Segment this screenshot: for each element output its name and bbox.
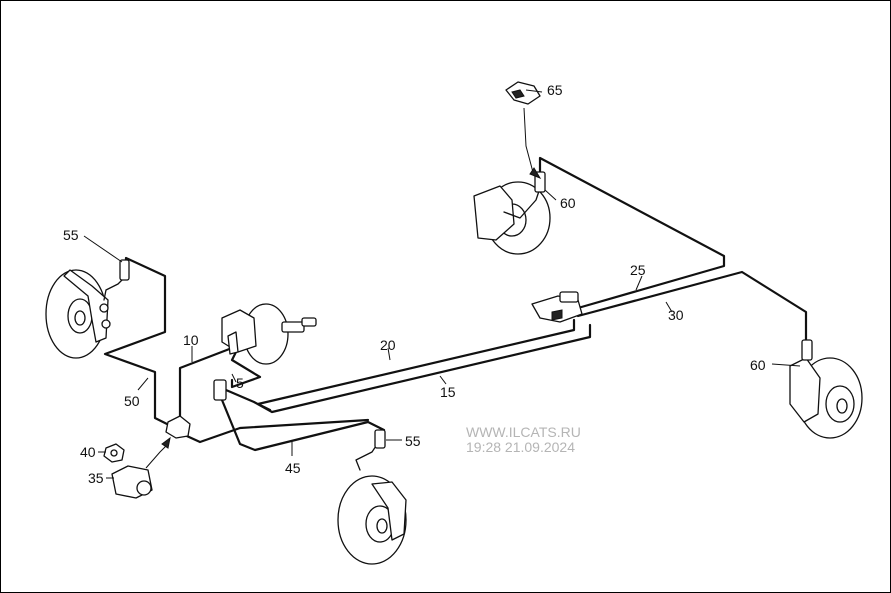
callout-10[interactable]: 10 (183, 332, 199, 348)
rear-right-brake-hose (801, 339, 813, 361)
callout-leaders (83, 89, 801, 479)
connector-5-body (213, 379, 227, 401)
pipe-50 (103, 256, 177, 430)
front-bottom-brake-assembly (337, 429, 407, 565)
pipe-25 (538, 156, 726, 310)
t-piece-body (165, 415, 191, 439)
callout-60-top[interactable]: 60 (560, 195, 576, 211)
callout-30[interactable]: 30 (668, 307, 684, 323)
front-bottom-brake-hose (374, 429, 386, 449)
callout-20[interactable]: 20 (380, 337, 396, 353)
pipe-20-main (224, 323, 592, 414)
watermark-timestamp: 19:28 21.09.2024 (466, 439, 575, 455)
rear-top-brake-assembly (473, 171, 551, 255)
front-left-caliper (63, 269, 109, 343)
callout-5[interactable]: 5 (236, 375, 244, 391)
watermark: WWW.ILCATS.RU 19:28 21.09.2024 (466, 424, 581, 455)
hose-bracket-65 (505, 81, 542, 180)
watermark-site: WWW.ILCATS.RU (466, 424, 581, 440)
callout-labels: 65 60 55 25 30 20 10 5 15 50 60 40 35 55… (63, 82, 766, 486)
front-bottom-caliper (371, 481, 407, 541)
front-left-brake-hose (119, 259, 130, 281)
pipe-10 (178, 346, 234, 420)
brake-pressure-valve (531, 291, 583, 323)
front-left-brake-assembly (45, 259, 130, 359)
brake-pipes (103, 156, 808, 452)
callout-60-right[interactable]: 60 (750, 357, 766, 373)
brake-master-cylinder (221, 303, 317, 365)
rear-right-brake-assembly (789, 339, 863, 439)
callout-55-bottom[interactable]: 55 (405, 433, 421, 449)
callout-55-left[interactable]: 55 (63, 227, 79, 243)
t-piece (165, 415, 191, 439)
connector-5 (213, 379, 227, 401)
master-cylinder-body (221, 309, 257, 353)
pipe-45 (176, 418, 370, 444)
callout-25[interactable]: 25 (630, 262, 646, 278)
pipe-30 (576, 270, 808, 344)
callout-35[interactable]: 35 (88, 470, 104, 486)
loose-parts (103, 436, 171, 499)
bracket-icon (505, 81, 541, 105)
callout-65[interactable]: 65 (547, 82, 563, 98)
rear-top-caliper (473, 185, 515, 241)
callout-45[interactable]: 45 (285, 460, 301, 476)
callout-50[interactable]: 50 (124, 393, 140, 409)
callout-40[interactable]: 40 (80, 444, 96, 460)
callout-15[interactable]: 15 (440, 384, 456, 400)
